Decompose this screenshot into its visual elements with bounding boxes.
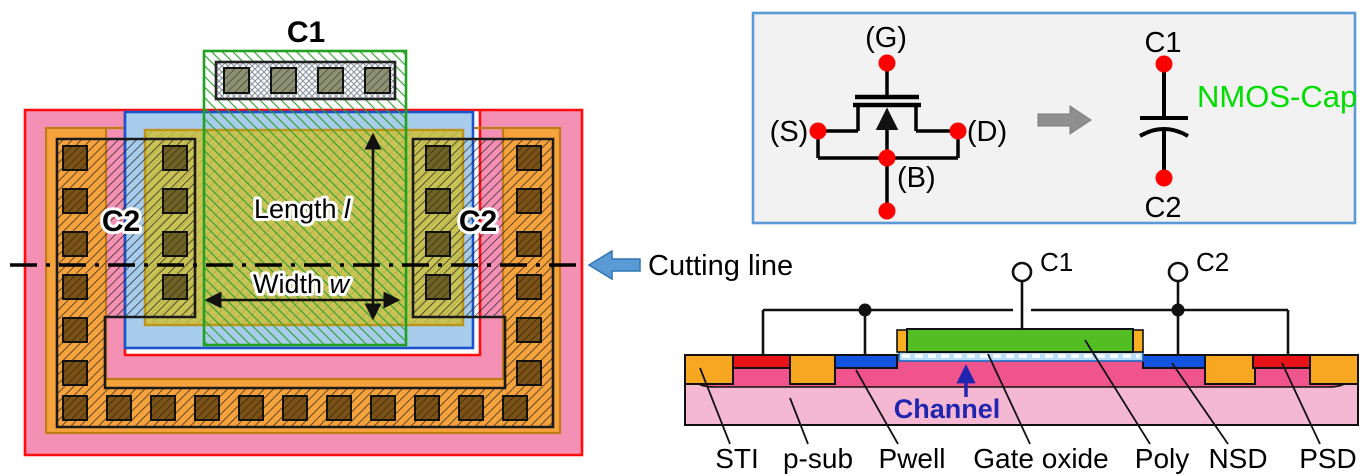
psd-implant <box>1252 354 1311 369</box>
cs-c1-label: C1 <box>1040 247 1073 277</box>
channel-label: Channel <box>894 394 1001 424</box>
length-label: Length l <box>254 194 351 224</box>
c1-dot <box>1155 55 1173 73</box>
contact <box>425 145 451 171</box>
poly-end-cap <box>1132 329 1144 353</box>
sti-block <box>789 354 836 385</box>
psd-implant <box>732 354 791 369</box>
bulk-ext-dot <box>878 202 896 220</box>
contact <box>425 188 451 214</box>
layer-label-nsd: NSD <box>1208 443 1267 474</box>
cross-section: C1 C2 Channel STI p-sub Pwell Gate oxide… <box>684 247 1359 474</box>
source-dot <box>809 122 827 140</box>
contact <box>150 395 176 421</box>
contact <box>516 274 542 300</box>
contact <box>62 145 88 171</box>
contact <box>502 395 528 421</box>
contact <box>162 231 188 257</box>
contact <box>62 274 88 300</box>
sti-block <box>1204 354 1256 385</box>
c1-terminal <box>1011 261 1033 283</box>
contact <box>162 274 188 300</box>
poly-gate <box>906 328 1134 353</box>
leader-lines <box>699 339 1321 445</box>
wire-junction-dot <box>1171 303 1185 317</box>
contact <box>62 360 88 386</box>
drain-dot <box>949 122 967 140</box>
cutting-line-label: Cutting line <box>648 250 793 282</box>
cs-c2-label: C2 <box>1196 247 1229 277</box>
layer-label-gate-oxide: Gate oxide <box>973 443 1108 474</box>
layout-top-view: C1 C2 C2 Length l Width w Cutting line <box>10 13 793 457</box>
c2-terminal <box>1167 261 1189 283</box>
drain-label: (D) <box>967 116 1007 148</box>
contact <box>194 395 220 421</box>
c2-right-label: C2 <box>459 205 497 238</box>
bulk-label: (B) <box>897 162 936 194</box>
contact <box>238 395 264 421</box>
contact <box>458 395 484 421</box>
guard-contacts-right <box>516 145 542 386</box>
contact <box>516 231 542 257</box>
width-label: Width w <box>253 269 351 299</box>
contact <box>162 188 188 214</box>
gate-label: (G) <box>865 22 907 54</box>
guard-contacts-bottom <box>62 395 528 421</box>
sti-block <box>684 354 734 385</box>
poly-end-cap <box>896 329 908 353</box>
capacitor-symbol <box>1138 64 1190 176</box>
contact <box>516 188 542 214</box>
cap-c2-label: C2 <box>1144 192 1181 224</box>
nsd-implant <box>834 354 898 369</box>
contact <box>516 145 542 171</box>
contact <box>62 317 88 343</box>
contact <box>425 231 451 257</box>
gate-dot <box>878 54 896 72</box>
c1-contacts <box>223 67 391 94</box>
guard-contacts-left <box>62 145 88 386</box>
sd-contacts-right <box>425 145 451 300</box>
contact <box>364 67 391 94</box>
source-label: (S) <box>770 116 809 148</box>
layer-label-psub: p-sub <box>783 443 853 474</box>
psd-implants <box>732 354 1311 369</box>
contact <box>106 395 132 421</box>
terminal-dots <box>809 54 967 220</box>
layer-label-pwell: Pwell <box>879 443 946 474</box>
c2-left-label: C2 <box>102 205 140 238</box>
c1-layout-label: C1 <box>287 16 325 49</box>
sti-blocks <box>684 354 1359 385</box>
bulk-dot <box>878 149 896 167</box>
contact <box>516 317 542 343</box>
contact <box>223 67 250 94</box>
nmos-cap-title: NMOS-Cap <box>1197 79 1357 114</box>
sd-contacts-left <box>162 145 188 300</box>
contact <box>317 67 344 94</box>
cross-section-wires <box>761 281 1290 354</box>
wire-junction-dot <box>858 303 872 317</box>
contact <box>62 188 88 214</box>
contact <box>62 395 88 421</box>
layer-label-sti: STI <box>715 443 759 474</box>
contact <box>425 274 451 300</box>
schematic-panel: (G) (S) (D) (B) C1 C2 NMOS-Cap <box>751 11 1357 225</box>
c2-dot <box>1155 169 1173 187</box>
cutting-line-arrow-icon <box>587 249 641 281</box>
contact <box>370 395 396 421</box>
contact <box>326 395 352 421</box>
layer-label-psd: PSD <box>1299 443 1357 474</box>
contact <box>62 231 88 257</box>
sti-block <box>1309 354 1359 385</box>
contact <box>270 67 297 94</box>
transform-arrow-icon <box>1037 105 1092 135</box>
contact <box>516 360 542 386</box>
contact <box>282 395 308 421</box>
contact <box>162 145 188 171</box>
layer-label-poly: Poly <box>1135 443 1189 474</box>
layer-labels: STI p-sub Pwell Gate oxide Poly NSD PSD <box>715 443 1357 474</box>
cap-c1-label: C1 <box>1144 27 1181 59</box>
contact <box>414 395 440 421</box>
